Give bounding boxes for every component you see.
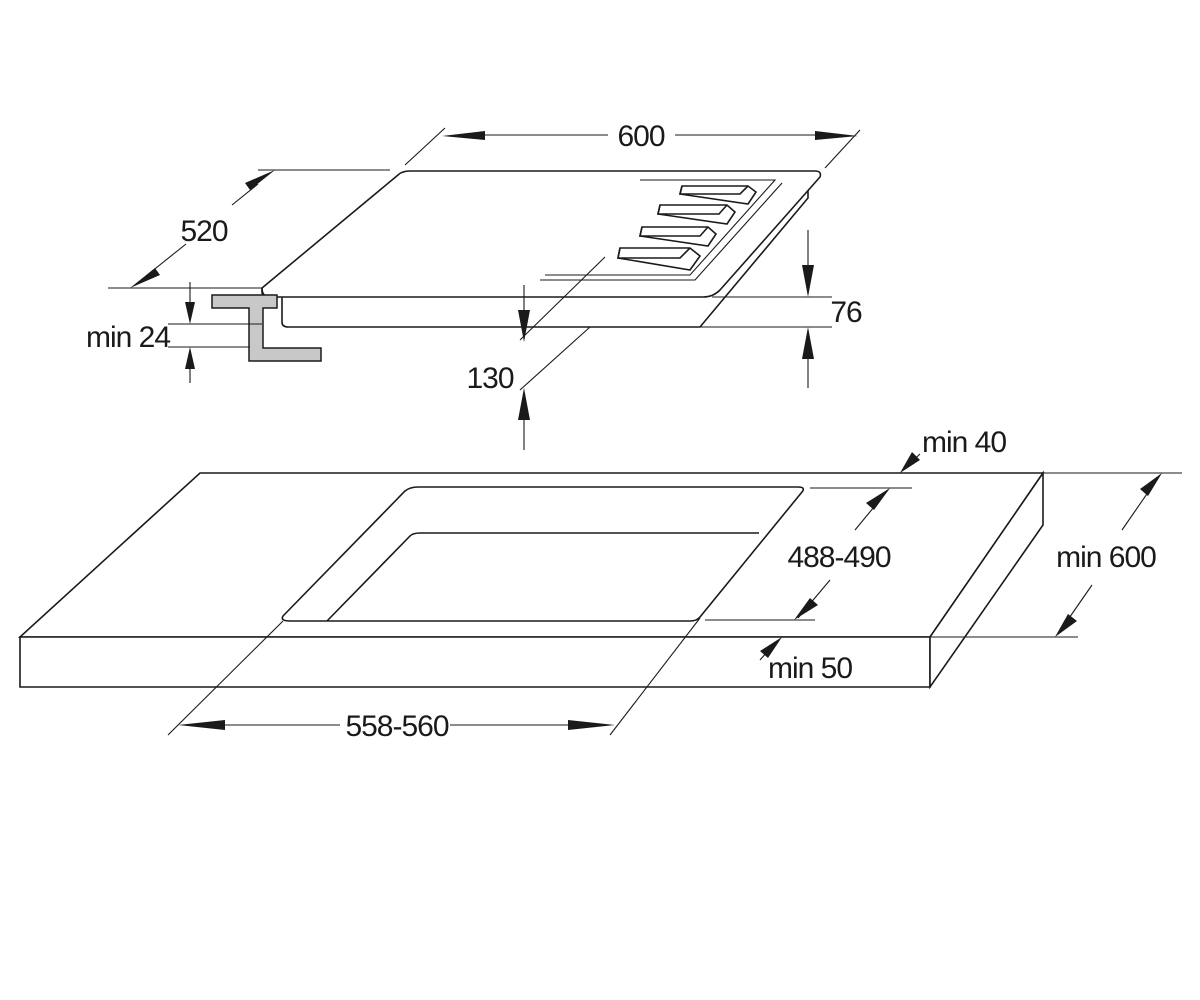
- dim-label-space: 130: [466, 362, 513, 395]
- dim-label-width: 600: [617, 120, 664, 153]
- control-strip: [540, 179, 783, 281]
- dim-label-front-margin: min 50: [768, 652, 852, 685]
- dim-cutout-depth: 488-490: [705, 487, 912, 621]
- dim-width-600: 600: [404, 120, 861, 169]
- dim-label-clip: min 24: [86, 321, 170, 354]
- dim-label-cutout-width: 558-560: [345, 710, 448, 743]
- dim-label-cutout-depth: 488-490: [787, 541, 890, 574]
- dim-label-height: 76: [830, 296, 862, 329]
- dim-worktop-depth: min 600: [930, 472, 1182, 638]
- dim-label-depth: 520: [180, 215, 227, 248]
- dim-height-76: 76: [700, 230, 863, 388]
- worktop-drawing: [17, 470, 1045, 690]
- hob-drawing: [261, 170, 822, 328]
- mounting-clip: [211, 294, 322, 362]
- dim-front-min50: min 50: [759, 637, 853, 685]
- dim-cutout-width: 558-560: [167, 617, 701, 743]
- dim-label-rear-margin: min 40: [922, 426, 1006, 459]
- cutout-edge: [281, 486, 805, 622]
- dim-rear-min40: min 40: [900, 426, 1007, 473]
- dim-depth-520: 520: [108, 169, 390, 289]
- dim-space-130: 130: [466, 256, 606, 450]
- worktop-side: [929, 470, 1044, 690]
- dim-clip-min24: min 24: [86, 282, 262, 383]
- dim-label-worktop-depth: min 600: [1056, 541, 1156, 574]
